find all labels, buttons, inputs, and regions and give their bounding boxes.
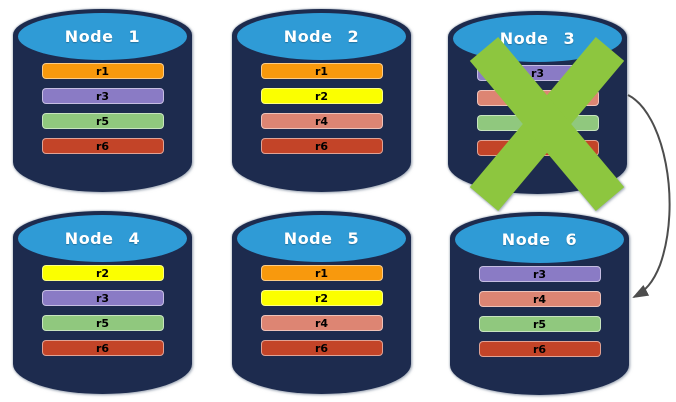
replica-label: r6 (314, 139, 329, 153)
cylinder-top-face: Node 5 (237, 215, 406, 262)
replica-label: r2 (95, 266, 110, 280)
replica-bar-r3: r3 (478, 266, 601, 282)
node-cylinder-1: Node 1 r1 r3 r5 r6 (13, 9, 192, 192)
cylinder-top-face: Node 4 (18, 215, 187, 262)
replica-bar-r4: r4 (476, 90, 599, 106)
node-cylinder-5: Node 5 r1 r2 r4 r6 (232, 211, 411, 394)
arrow-curve (627, 94, 671, 298)
cylinder-top-face: Node 3 (453, 15, 622, 62)
replica-bar-r3: r3 (476, 65, 599, 81)
replica-bar-r6: r6 (476, 140, 599, 156)
node-label: Node 4 (64, 228, 141, 248)
replica-bar-r4: r4 (478, 291, 601, 307)
replica-label: r4 (314, 114, 329, 128)
replica-list: r1 r3 r5 r6 (13, 63, 192, 154)
replica-label: r3 (95, 89, 110, 103)
replica-bar-r1: r1 (260, 63, 383, 79)
replica-bar-r5: r5 (478, 316, 601, 332)
replica-bar-r4: r4 (260, 113, 383, 129)
replica-label: r5 (532, 317, 547, 331)
node-cylinder-6: Node 6 r3 r4 r5 r6 (450, 212, 629, 395)
node-label: Node 1 (64, 26, 141, 46)
replica-bar-r4: r4 (260, 315, 383, 331)
node-cylinder-3: Node 3 r3 r4 r5 r6 (448, 11, 627, 211)
replica-bar-r1: r1 (41, 63, 164, 79)
replica-label: r1 (95, 64, 110, 78)
replica-label: r5 (530, 116, 545, 130)
replica-bar-r2: r2 (260, 88, 383, 104)
replica-label: r1 (314, 64, 329, 78)
replica-bar-r5: r5 (41, 113, 164, 129)
replica-list: r1 r2 r4 r6 (232, 265, 411, 356)
replica-label: r6 (532, 342, 547, 356)
replica-label: r3 (95, 291, 110, 305)
node-label: Node 3 (499, 28, 576, 48)
node-label: Node 6 (501, 229, 578, 249)
cylinder-top-face: Node 2 (237, 13, 406, 60)
replica-bar-r2: r2 (260, 290, 383, 306)
replica-bar-r5: r5 (41, 315, 164, 331)
cylinder-top-face: Node 6 (455, 216, 624, 263)
replica-label: r6 (314, 341, 329, 355)
replica-label: r6 (95, 341, 110, 355)
node-label: Node 5 (283, 228, 360, 248)
replica-bar-r3: r3 (41, 290, 164, 306)
node-cylinder-2: Node 2 r1 r2 r4 r6 (232, 9, 411, 192)
replica-label: r4 (530, 91, 545, 105)
replica-label: r2 (314, 291, 329, 305)
cylinder-top-face: Node 1 (18, 13, 187, 60)
replica-label: r4 (532, 292, 547, 306)
replica-list: r3 r4 r5 r6 (450, 266, 629, 357)
replica-list: r1 r2 r4 r6 (232, 63, 411, 154)
replica-bar-r1: r1 (260, 265, 383, 281)
replica-bar-r6: r6 (478, 341, 601, 357)
replica-bar-r5: r5 (476, 115, 599, 131)
replica-label: r5 (95, 316, 110, 330)
replica-bar-r6: r6 (41, 340, 164, 356)
replica-label: r2 (314, 89, 329, 103)
replica-label: r5 (95, 114, 110, 128)
replica-bar-r6: r6 (260, 340, 383, 356)
replica-bar-r2: r2 (41, 265, 164, 281)
replica-bar-r6: r6 (260, 138, 383, 154)
replica-label: r6 (95, 139, 110, 153)
replica-label: r3 (530, 66, 545, 80)
replica-label: r3 (532, 267, 547, 281)
replica-label: r1 (314, 266, 329, 280)
replica-label: r6 (530, 141, 545, 155)
replica-bar-r3: r3 (41, 88, 164, 104)
node-label: Node 2 (283, 26, 360, 46)
replica-bar-r6: r6 (41, 138, 164, 154)
replica-label: r4 (314, 316, 329, 330)
replication-arrow (627, 94, 671, 298)
replica-list: r2 r3 r5 r6 (13, 265, 192, 356)
node-cylinder-4: Node 4 r2 r3 r5 r6 (13, 211, 192, 394)
